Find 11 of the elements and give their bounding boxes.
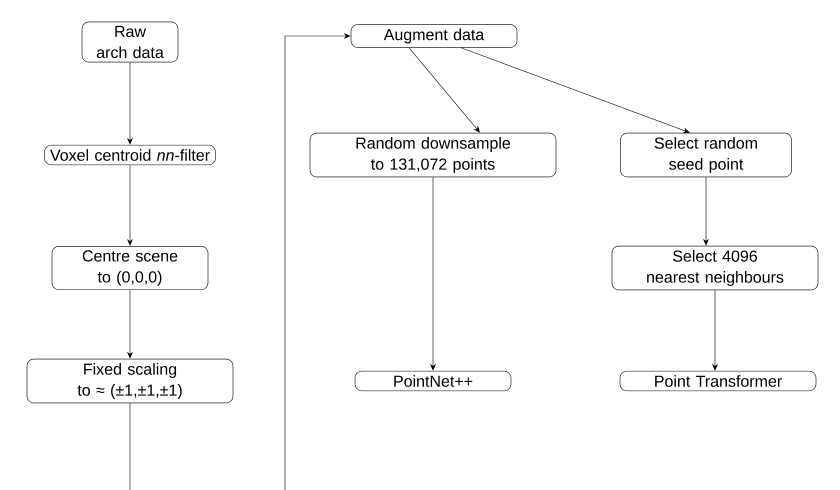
process-box: Augment data <box>350 24 518 48</box>
process-box: Random downsample to 131,072 points <box>310 132 556 178</box>
process-box: Centre scene to (0,0,0) <box>52 246 208 290</box>
process-box: Voxel centroid nn-filter <box>44 144 216 166</box>
process-box: Raw arch data <box>82 22 178 62</box>
process-box: PointNet++ <box>354 370 512 392</box>
process-box: Point Transformer <box>620 370 816 392</box>
arrow <box>460 47 690 134</box>
process-box: Fixed scaling to ≈ (±1,±1,±1) <box>26 358 234 404</box>
process-box: Select random seed point <box>620 132 792 178</box>
process-box: Select 4096 nearest neighbours <box>612 246 818 290</box>
